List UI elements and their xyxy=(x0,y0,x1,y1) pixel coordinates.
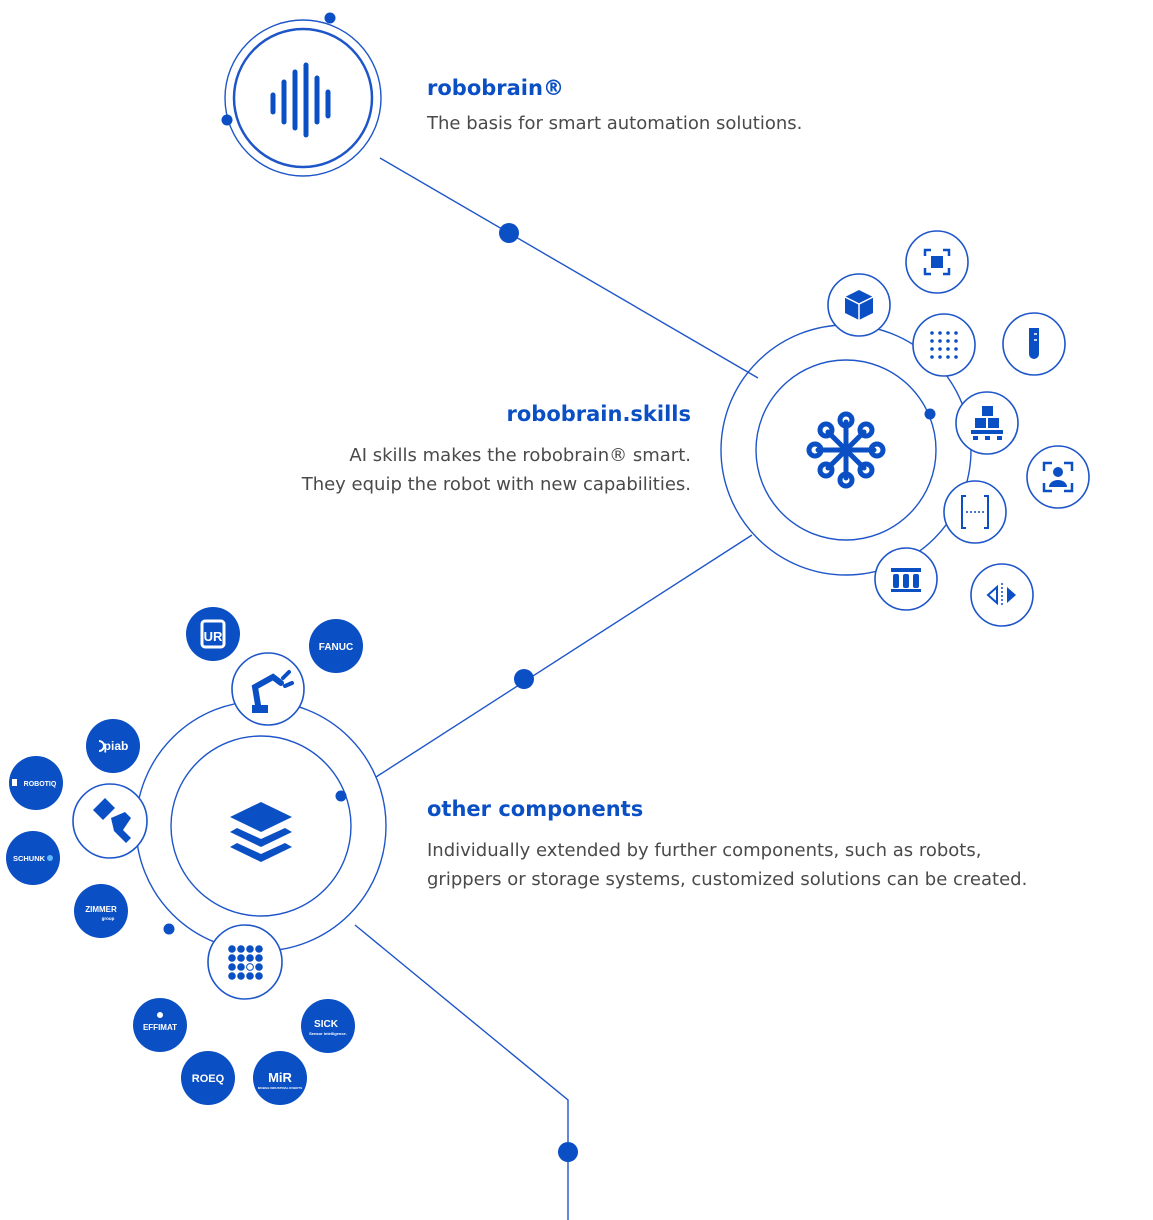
components-satellites xyxy=(72,652,305,1000)
svg-text:group: group xyxy=(102,916,115,921)
robobrain-title: robobrain® xyxy=(427,76,564,100)
skills-title: robobrain.skills xyxy=(506,402,692,426)
svg-text:ROEQ: ROEQ xyxy=(192,1073,225,1085)
components-description-line2: grippers or storage systems, customized … xyxy=(427,869,1028,890)
gripper-icon xyxy=(72,783,148,859)
connector-node xyxy=(514,669,534,689)
zimmer-logo: ZIMMER group xyxy=(74,884,128,938)
robotiq-logo: ROBOTIQ xyxy=(9,756,63,810)
roeq-logo: ROEQ xyxy=(181,1051,235,1105)
components-title: other components xyxy=(427,797,644,821)
svg-text:ZIMMER: ZIMMER xyxy=(85,905,117,914)
measure-icon xyxy=(943,480,1007,544)
svg-text:Sensor Intelligence.: Sensor Intelligence. xyxy=(309,1031,347,1036)
svg-text:UR: UR xyxy=(204,629,223,644)
connector-nodes xyxy=(499,223,578,1162)
fanuc-logo: FANUC xyxy=(309,619,363,673)
test-tube-rack-icon xyxy=(874,547,938,611)
qr-scan-icon xyxy=(905,230,969,294)
sick-logo: SICK Sensor Intelligence. xyxy=(301,999,355,1053)
piab-logo: piab xyxy=(86,719,140,773)
dot-grid-icon xyxy=(912,313,976,377)
neural-network-icon xyxy=(806,411,886,489)
skills-description-line1: AI skills makes the robobrain® smart. xyxy=(349,445,691,466)
connector-node xyxy=(499,223,519,243)
partner-logos: UR FANUC piab ROBOTIQ SCHUNK ZIMMER grou… xyxy=(6,607,363,1105)
svg-text:MOBILE INDUSTRIAL ROBOTS: MOBILE INDUSTRIAL ROBOTS xyxy=(258,1086,302,1090)
audio-bars-icon xyxy=(270,62,331,138)
svg-text:piab: piab xyxy=(104,739,129,753)
connector-robobrain-skills xyxy=(379,157,759,379)
skills-hub xyxy=(720,324,972,576)
storage-grid-icon xyxy=(207,924,283,1000)
components-hub xyxy=(135,700,387,952)
skills-description-line2: They equip the robot with new capabiliti… xyxy=(301,474,691,495)
connector-node xyxy=(558,1142,578,1162)
svg-text:SCHUNK: SCHUNK xyxy=(13,854,46,863)
svg-text:SICK: SICK xyxy=(314,1019,339,1030)
connector-skills-components xyxy=(375,534,753,778)
mir-logo: MiR MOBILE INDUSTRIAL ROBOTS xyxy=(253,1051,307,1105)
robobrain-hub xyxy=(221,12,382,177)
test-tube-icon xyxy=(1002,312,1066,376)
connector-lines xyxy=(354,157,759,1220)
robot-arm-icon xyxy=(231,652,305,726)
svg-text:ROBOTIQ: ROBOTIQ xyxy=(24,781,57,788)
connector-components-down xyxy=(354,924,569,1220)
face-scan-icon xyxy=(1026,445,1090,509)
svg-text:MiR: MiR xyxy=(268,1070,292,1085)
pallet-boxes-icon xyxy=(955,391,1019,455)
robobrain-description: The basis for smart automation solutions… xyxy=(427,113,803,134)
mirror-icon xyxy=(970,563,1034,627)
skills-satellites xyxy=(827,230,1090,627)
schunk-logo: SCHUNK xyxy=(6,831,60,885)
components-description-line1: Individually extended by further compone… xyxy=(427,840,982,861)
ur-logo: UR xyxy=(186,607,240,661)
effimat-logo: EFFIMAT xyxy=(133,998,187,1052)
cube-icon xyxy=(827,273,891,337)
svg-text:FANUC: FANUC xyxy=(319,642,353,653)
layers-stack-icon xyxy=(230,802,292,862)
svg-text:EFFIMAT: EFFIMAT xyxy=(143,1023,177,1032)
